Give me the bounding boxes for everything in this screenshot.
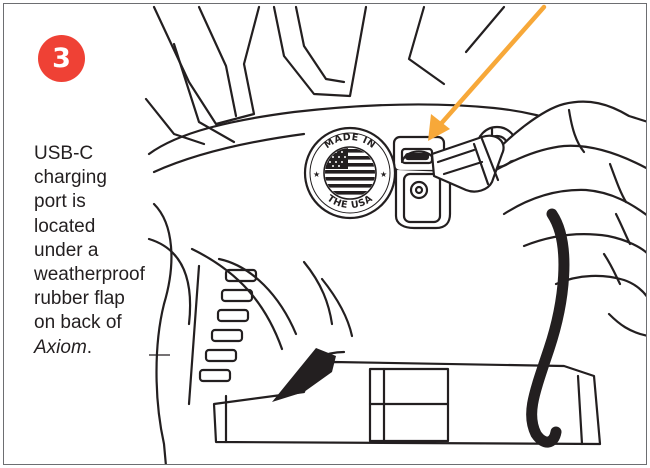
caption-last-line: Axiom.	[34, 336, 164, 360]
caption-line: rubber flap	[34, 287, 164, 311]
star-icon: ★	[380, 170, 387, 179]
caption-line: under a	[34, 239, 164, 263]
caption-line: located	[34, 215, 164, 239]
caption-line: charging	[34, 166, 164, 190]
caption-line: USB-C	[34, 142, 164, 166]
instruction-panel: MADE IN THE USA ★ ★	[3, 3, 647, 465]
star-icon: ★	[313, 170, 320, 179]
caption-line: on back of	[34, 311, 164, 335]
caption-period: .	[87, 337, 92, 358]
made-in-usa-seal: MADE IN THE USA ★ ★	[305, 128, 395, 218]
product-name: Axiom	[34, 337, 87, 358]
caption-line: weatherproof	[34, 263, 164, 287]
step-number: 3	[52, 43, 71, 74]
caption-line: port is	[34, 190, 164, 214]
caption-text: USB-C charging port is located under a w…	[34, 142, 164, 360]
step-number-badge: 3	[38, 35, 85, 82]
